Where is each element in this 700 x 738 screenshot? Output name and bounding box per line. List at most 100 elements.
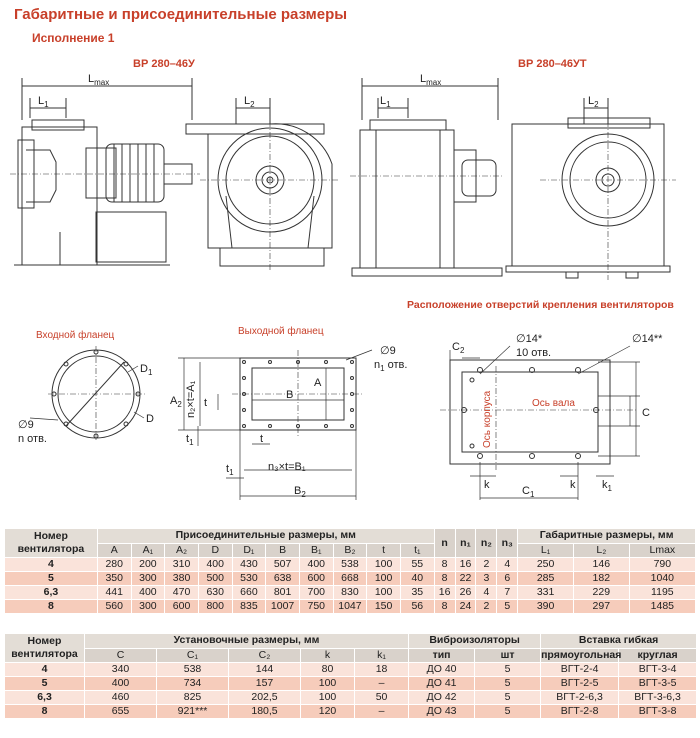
table-cell: 229: [572, 585, 630, 600]
fan-number-cell: 5: [4, 676, 85, 691]
table-cell: 460: [84, 690, 157, 705]
table-cell: 4: [496, 557, 519, 572]
table-cell: 830: [332, 585, 368, 600]
table-cell: 800: [197, 599, 233, 614]
c1-label: C1: [522, 485, 535, 499]
table-cell: 50: [353, 690, 410, 705]
col-header: D₁: [231, 542, 267, 558]
col-header: B: [265, 542, 300, 558]
table-cell: 250: [517, 557, 574, 572]
table-cell: 150: [366, 599, 401, 614]
l1-label-right: L1: [380, 95, 391, 109]
table-cell: ВГТ-3-5: [618, 676, 698, 691]
table-cell: ВГТ-3-6,3: [618, 690, 698, 705]
table-cell: 1485: [628, 599, 697, 614]
table-cell: 22: [454, 571, 477, 586]
table-cell: 470: [164, 585, 199, 600]
table-cell: 7: [496, 585, 519, 600]
t1-label-vertical: t1: [186, 433, 194, 447]
t-label-horizontal: t: [260, 433, 263, 445]
fan-number-cell: 4: [4, 662, 85, 677]
mounting-holes-drawing: [440, 345, 640, 500]
table-cell: 400: [298, 557, 334, 572]
l2-label-left: L2: [244, 95, 255, 109]
table-cell: 300: [130, 599, 166, 614]
table-cell: 55: [399, 557, 435, 572]
c-label: C: [642, 407, 650, 419]
outlet-hole-count-label: n1 отв.: [374, 359, 407, 373]
table-cell: ВГТ-2-4: [540, 662, 620, 677]
table-cell: 700: [298, 585, 334, 600]
install-group-header: Установочные размеры, мм: [83, 633, 410, 649]
table-cell: 8: [433, 599, 456, 614]
table-cell: 8: [433, 557, 456, 572]
table-cell: 5: [474, 676, 542, 691]
table-cell: 5: [496, 599, 519, 614]
table-cell: 100: [366, 557, 401, 572]
outlet-flange-caption: Выходной фланец: [238, 325, 324, 337]
table-cell: 180,5: [228, 704, 301, 719]
table-cell: ВГТ-2-8: [540, 704, 620, 719]
table-cell: 146: [572, 557, 630, 572]
col-header: C₁: [156, 647, 229, 663]
col-header: A₁: [130, 542, 166, 558]
d1-label: D1: [140, 363, 153, 377]
page-subtitle: Исполнение 1: [32, 31, 115, 45]
side-view-right: [350, 78, 504, 277]
col-header: t₁: [399, 542, 435, 558]
b-label: B: [286, 389, 293, 401]
table-cell: 40: [399, 571, 435, 586]
table-cell: 538: [156, 662, 229, 677]
overall-group-header: Габаритные размеры, мм: [517, 528, 696, 544]
table-cell: ДО 40: [408, 662, 476, 677]
n1-header: n₁: [454, 528, 477, 558]
table-cell: 600: [164, 599, 199, 614]
side-view-left: [10, 78, 200, 266]
table-cell: 331: [517, 585, 574, 600]
table-cell: 441: [96, 585, 132, 600]
insert-group-header: Вставка гибкая: [540, 633, 698, 649]
table-cell: 500: [197, 571, 233, 586]
lmax-label-left: Lmax: [88, 73, 109, 87]
table-cell: 297: [572, 599, 630, 614]
table-cell: 16: [433, 585, 456, 600]
table-cell: 1047: [332, 599, 368, 614]
col-header: C: [84, 647, 157, 663]
col-header: t: [366, 542, 401, 558]
fan-number-cell: 8: [4, 599, 98, 614]
mount-hole-dia-alt-label: ∅14**: [632, 333, 663, 345]
mount-hole-dia-label: ∅14*: [516, 333, 543, 345]
table-cell: 1040: [628, 571, 697, 586]
table-cell: 530: [231, 571, 267, 586]
table-cell: 4: [475, 585, 498, 600]
casing-axis-label: Ось корпуса: [482, 390, 493, 448]
table-cell: 8: [433, 571, 456, 586]
mounting-caption: Расположение отверстий крепления вентиля…: [407, 299, 674, 311]
model-label-left: ВР 280–46У: [133, 58, 195, 70]
table-cell: ДО 41: [408, 676, 476, 691]
fan-number-cell: 8: [4, 704, 85, 719]
table-cell: 6: [496, 571, 519, 586]
table-cell: ВГТ-2-5: [540, 676, 620, 691]
table-cell: 35: [399, 585, 435, 600]
connection-dimensions-table: Номер вентилятора Присоединительные разм…: [4, 528, 697, 614]
a-label: A: [314, 377, 322, 389]
table-cell: 157: [228, 676, 301, 691]
table-cell: 350: [96, 571, 132, 586]
mount-hole-count-label: 10 отв.: [516, 347, 551, 359]
col-header: B₁: [298, 542, 334, 558]
table-cell: 5: [474, 704, 542, 719]
n3-header: n₃: [496, 528, 519, 558]
col-header: k₁: [353, 647, 410, 663]
table-cell: 734: [156, 676, 229, 691]
table-cell: 18: [353, 662, 410, 677]
d-label: D: [146, 413, 154, 425]
table-cell: 26: [454, 585, 477, 600]
table-cell: ВГТ-3-4: [618, 662, 698, 677]
shaft-axis-label: Ось вала: [532, 398, 575, 409]
